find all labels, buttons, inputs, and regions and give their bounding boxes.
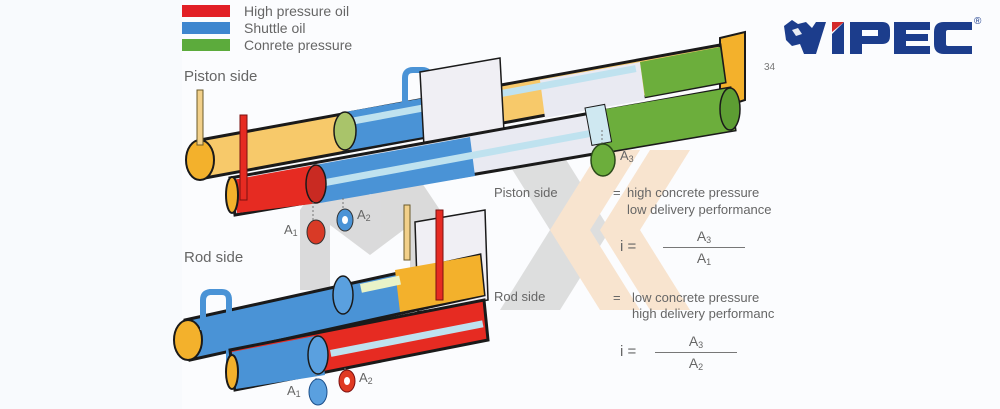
fraction-bar — [663, 247, 745, 248]
area-a2-subscript: 2 — [367, 376, 373, 386]
area-a1-label-bottom: A1 — [287, 383, 301, 399]
legend-label: Conrete pressure — [244, 36, 353, 53]
area-a2-letter: A — [357, 207, 366, 222]
upper-cylinder-concrete — [640, 47, 725, 97]
upper-feed-pipe — [196, 89, 204, 146]
fraction-denominator: A1 — [663, 250, 745, 267]
upper-cylinder-cap — [185, 139, 215, 181]
piston-side-line2: low delivery performance — [627, 202, 772, 217]
rod-lower-piston-face — [307, 335, 329, 375]
legend-swatch — [182, 38, 230, 51]
area-a2-hole-bottom — [344, 377, 350, 385]
rod-side-line1: low concrete pressure — [632, 290, 760, 305]
area-a3-letter: A — [620, 148, 629, 163]
area-a2-letter: A — [359, 370, 368, 385]
rod-upper-cap — [173, 319, 203, 361]
rod-side-ratio: i = — [620, 343, 636, 360]
numerator-letter: A — [688, 333, 699, 349]
piston-side-line1: high concrete pressure — [627, 185, 760, 200]
denominator-letter: A — [696, 250, 707, 266]
fraction-denominator: A2 — [655, 355, 737, 372]
area-a1-label-top: A1 — [284, 222, 298, 238]
lower-cylinder-cap — [225, 176, 239, 214]
rod-feed-pipe — [403, 204, 411, 261]
logo-letter-e — [894, 22, 930, 54]
legend-item-high-pressure-oil: High pressure oil — [182, 2, 352, 19]
numerator-subscript: 3 — [698, 340, 704, 350]
rod-side-explanation-label: Rod side — [494, 289, 546, 304]
rod-upper-rod — [360, 275, 401, 293]
fraction-bar — [655, 352, 737, 353]
area-a1-disc-bottom — [308, 378, 328, 406]
numerator-letter: A — [696, 228, 707, 244]
rod-shuttle-loop-pipe — [200, 289, 232, 372]
lower-concrete-end — [719, 87, 741, 131]
legend-label: Shuttle oil — [244, 19, 306, 36]
area-a2-subscript: 2 — [365, 213, 371, 223]
ratio-symbol: i — [620, 343, 624, 360]
rod-side-line2: high delivery performanc — [632, 306, 775, 321]
legend-item-shuttle-oil: Shuttle oil — [182, 19, 352, 36]
area-a3-subscript: 3 — [628, 154, 634, 164]
rod-lower-shuttle — [232, 335, 325, 389]
rod-lower-cap — [225, 354, 239, 390]
rod-side-section-label: Rod side — [184, 249, 244, 266]
vipec-logo-mark — [784, 20, 972, 54]
logo-letter-p — [850, 22, 890, 54]
rod-side-equals: = — [613, 290, 621, 305]
piston-side-equals: = — [613, 185, 621, 200]
lower-cylinder-red — [232, 165, 320, 213]
denominator-subscript: 1 — [706, 257, 712, 267]
rhino-icon — [784, 20, 826, 54]
brand-logo: ® — [782, 16, 982, 63]
legend-label: High pressure oil — [244, 2, 350, 19]
legend-item-concrete-pressure: Conrete pressure — [182, 36, 352, 53]
area-a1-subscript: 1 — [292, 228, 298, 238]
page-number: 34 — [764, 62, 776, 73]
watermark-chevron-orange-1 — [550, 150, 640, 310]
rod-upper-piston-face — [332, 275, 354, 315]
watermark-chevron-orange-2 — [600, 150, 690, 310]
rod-side-fraction: A3 A2 — [655, 333, 737, 372]
rod-high-pressure-pipe — [435, 209, 444, 301]
area-a1-disc-top — [306, 219, 326, 245]
lower-cylinder-concrete — [600, 88, 735, 152]
ratio-equals: = — [627, 238, 637, 255]
area-a2-hole-top — [342, 216, 348, 224]
piston-side-assembly — [185, 30, 746, 245]
area-a3-label: A3 — [620, 148, 634, 164]
upper-cylinder-glass — [540, 62, 645, 118]
ratio-symbol: i — [620, 238, 624, 255]
area-a3-disc — [590, 143, 616, 177]
area-a2-label-bottom: A2 — [359, 370, 373, 386]
logo-letter-i — [832, 22, 844, 54]
area-a1-letter: A — [284, 222, 293, 237]
rod-lower-rod — [330, 320, 484, 357]
piston-side-ratio: i = — [620, 238, 636, 255]
legend-swatch — [182, 4, 230, 17]
piston-side-explanation-label: Piston side — [494, 185, 558, 200]
denominator-letter: A — [688, 355, 699, 371]
area-a2-label-top: A2 — [357, 207, 371, 223]
logo-letter-c — [934, 22, 972, 54]
fraction-numerator: A3 — [655, 333, 737, 350]
piston-side-section-label: Piston side — [184, 68, 258, 85]
lower-cylinder-rod — [320, 128, 597, 187]
rod-side-assembly — [173, 204, 490, 406]
lower-piston-face — [305, 164, 327, 204]
upper-piston-face — [333, 111, 357, 151]
area-a1-subscript: 1 — [295, 389, 301, 399]
legend-swatch — [182, 21, 230, 34]
high-pressure-pipe — [239, 114, 248, 201]
numerator-subscript: 3 — [706, 235, 712, 245]
registered-mark: ® — [974, 16, 982, 27]
ratio-equals: = — [627, 343, 637, 360]
fraction-numerator: A3 — [663, 228, 745, 245]
logo-red-accent — [832, 22, 844, 32]
denominator-subscript: 2 — [698, 362, 704, 372]
legend: High pressure oil Shuttle oil Conrete pr… — [182, 2, 352, 53]
piston-side-fraction: A3 A1 — [663, 228, 745, 267]
area-a1-letter: A — [287, 383, 296, 398]
